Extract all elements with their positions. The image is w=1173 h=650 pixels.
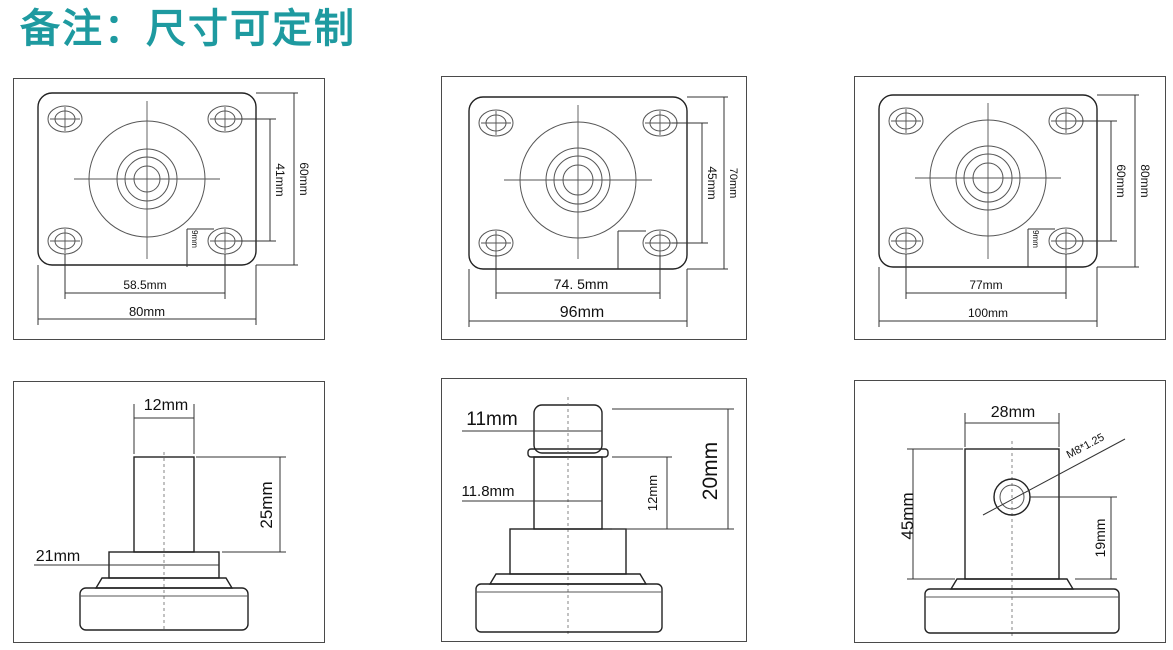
stem-side-view: 12mm 25mm 21mm [13,381,325,643]
mounting-holes [47,105,243,255]
dim-hole-spacing: 74. 5mm [554,276,608,292]
dim-plate-width: 96mm [560,304,604,321]
dim-top-width: 11mm [466,409,517,430]
dim-thread-spec: M8*1.25 [1065,431,1107,461]
dim-plate-width: 100mm [968,306,1008,320]
sleeve-drawing: 11mm 11.8mm 12mm 20mm [461,397,734,634]
dim-neck-width: 11.8mm [461,483,514,500]
dim-hole-vertical: 41mm [273,163,287,196]
dim-hole-vertical: 60mm [1114,164,1128,197]
dim-hole-diameter: 9mm [190,230,199,248]
dim-block-height: 45mm [898,492,917,539]
mounting-holes [888,107,1084,255]
dim-block-width: 28mm [991,404,1035,421]
dim-plate-height: 80mm [1138,164,1152,197]
dim-hole-diameter: 9mm [1031,230,1040,248]
plate-drawing: 58.5mm 80mm 41mm 60mm 9mm [37,92,311,325]
block-drawing: 28mm 45mm M8*1.25 19mm [898,404,1126,636]
dim-plate-height: 70mm [727,168,739,199]
plate-diagram-96x70: 74. 5mm 96mm 45mm 70mm [441,76,747,340]
dim-neck-height: 12mm [645,475,660,511]
page-title: 备注：尺寸可定制 [20,6,356,52]
dim-hole-vertical: 45mm [705,166,719,199]
dim-plate-width: 80mm [129,304,165,319]
plate-main-circle [504,105,652,259]
plate-drawing: 77mm 100mm 60mm 80mm 9mm [878,94,1152,327]
dim-hole-spacing: 58.5mm [123,278,166,292]
dim-plate-height: 60mm [297,162,311,195]
plate-diagram-100x80: 77mm 100mm 60mm 80mm 9mm [854,76,1166,340]
plate-drawing: 74. 5mm 96mm 45mm 70mm [468,96,739,327]
dim-hole-spacing: 77mm [969,278,1002,292]
dim-stem-width: 12mm [144,397,188,414]
dim-total-height: 20mm [699,442,722,500]
plate-main-circle [915,103,1061,259]
dim-hole-height: 19mm [1092,519,1108,558]
dim-stem-height: 25mm [257,481,276,528]
plate-diagram-80x60: 58.5mm 80mm 41mm 60mm 9mm [13,78,325,340]
block-side-view: 28mm 45mm M8*1.25 19mm [854,380,1166,643]
stem-drawing: 12mm 25mm 21mm [34,397,286,632]
plate-main-circle [74,101,220,259]
dim-base-width: 21mm [36,548,80,565]
sleeve-side-view: 11mm 11.8mm 12mm 20mm [441,378,747,642]
